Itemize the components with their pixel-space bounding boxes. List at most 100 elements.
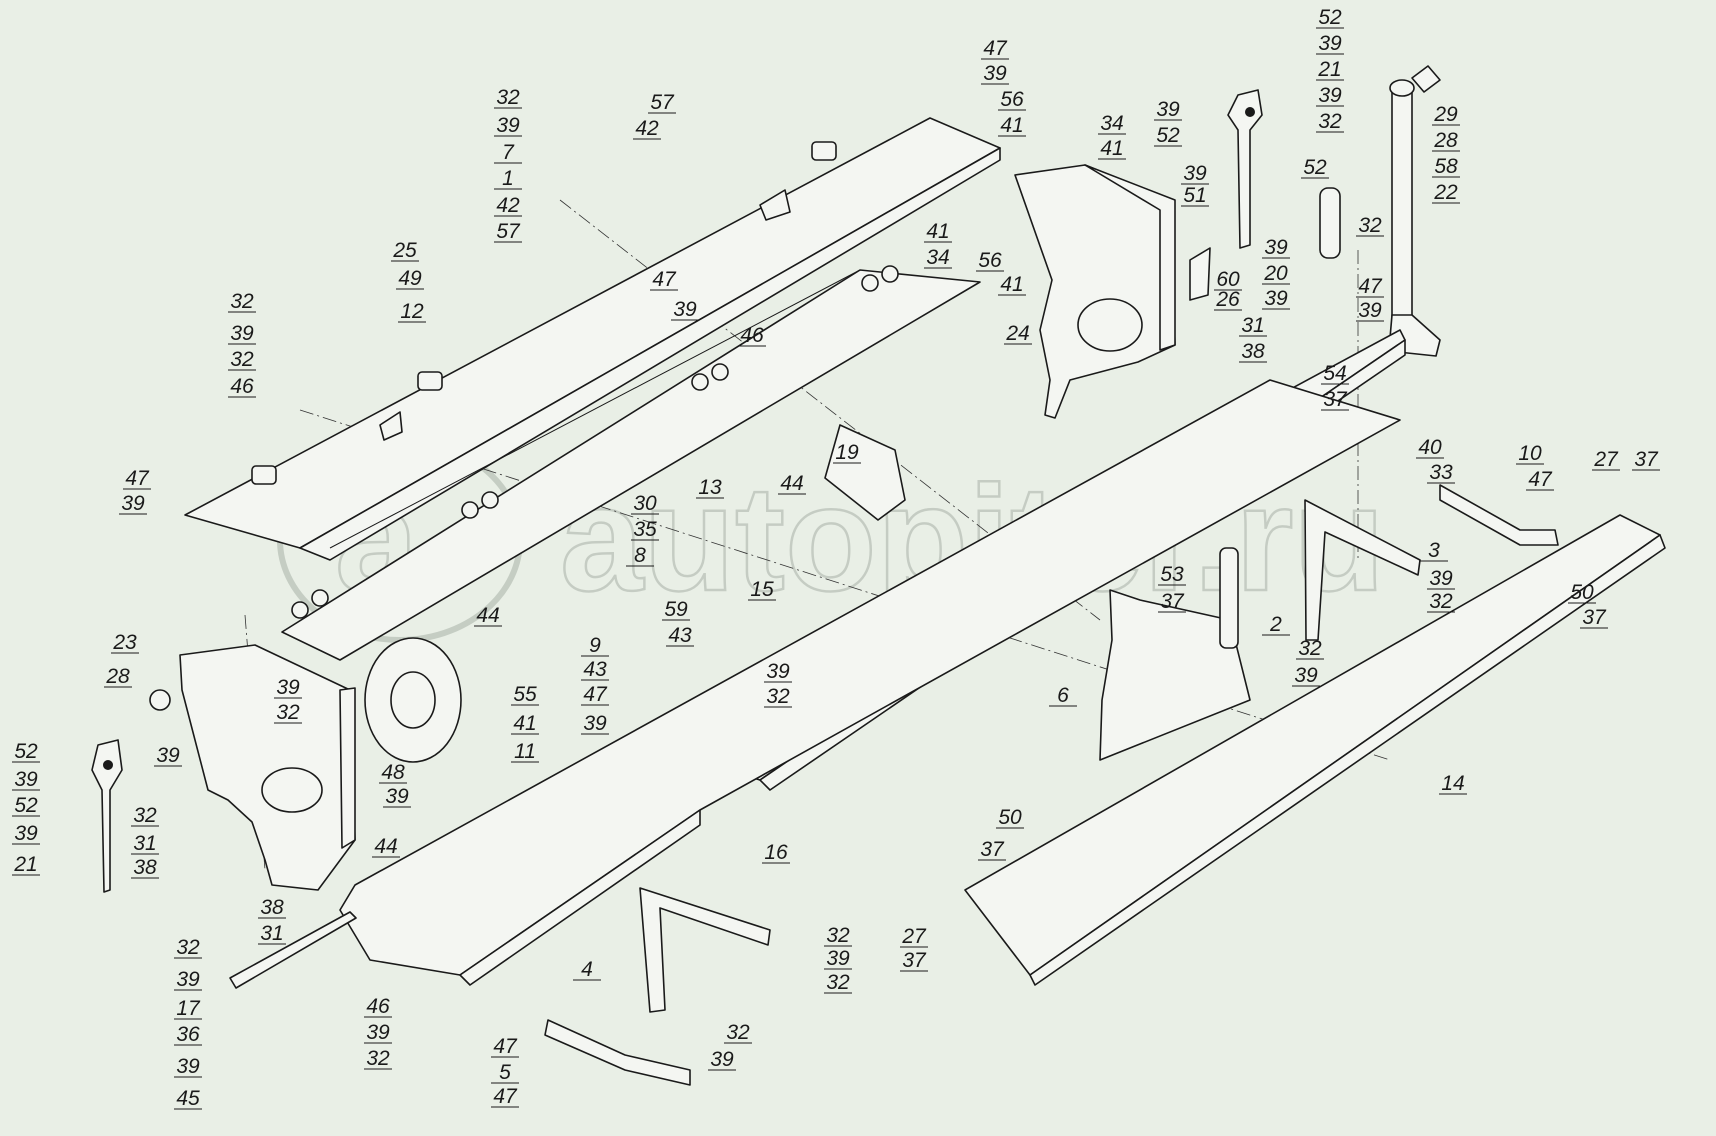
bracket-5 [544, 1019, 691, 1086]
part-callout: 19 [835, 441, 859, 464]
part-callout: 39 [1264, 287, 1288, 310]
part-callout: 32 [1358, 214, 1382, 237]
part-callout: 3 [1428, 539, 1440, 562]
part-callout: 34 [1100, 112, 1123, 135]
upper-trough-lip [299, 147, 1001, 561]
part-callout: 36 [176, 1023, 200, 1046]
part-callout: 56 [1000, 88, 1024, 111]
bracket-4 [639, 887, 771, 1013]
part-callout: 28 [1433, 129, 1458, 152]
part-callout: 25 [392, 239, 417, 262]
part-callout: 26 [1215, 288, 1240, 311]
part-callout: 40 [1418, 436, 1442, 459]
part-callout: 29 [1433, 103, 1458, 126]
part-callout: 45 [176, 1087, 200, 1110]
part-callout: 31 [1241, 314, 1264, 337]
plate-26 [1189, 247, 1211, 301]
bracket-3 [1304, 499, 1421, 641]
part-callout: 47 [583, 683, 608, 706]
part-callout: 47 [652, 268, 677, 291]
part-callout: 51 [1183, 184, 1206, 207]
part-callout: 32 [230, 348, 254, 371]
part-callout: 38 [260, 896, 284, 919]
part-callout: 44 [374, 835, 397, 858]
part-callout: 20 [1263, 262, 1288, 285]
hinge-block [379, 411, 403, 441]
part-callout: 53 [1160, 563, 1184, 586]
part-callout: 44 [780, 472, 803, 495]
part-callout: 39 [673, 298, 697, 321]
part-callout: 39 [176, 1055, 200, 1078]
part-callout: 37 [1582, 606, 1607, 629]
part-callout: 6 [1057, 684, 1069, 707]
part-callout: 57 [496, 220, 521, 243]
part-callout: 12 [400, 300, 424, 323]
part-callout: 41 [1000, 114, 1023, 137]
upper-trough-assembly [184, 117, 1001, 661]
part-callout: 2 [1269, 613, 1282, 636]
part-callout: 52 [14, 740, 38, 763]
part-callout: 37 [1160, 590, 1185, 613]
part-callout: 57 [650, 91, 675, 114]
part-callout: 39 [230, 322, 254, 345]
part-callout: 41 [1100, 137, 1123, 160]
part-callout: 39 [1318, 32, 1342, 55]
part-callout: 39 [1183, 162, 1207, 185]
part-callout: 35 [633, 518, 657, 541]
part-callout: 54 [1323, 362, 1346, 385]
bracket-10 [1439, 484, 1559, 546]
bracket-21-right [1227, 89, 1263, 249]
part-callout: 15 [750, 578, 774, 601]
side-housing-23 [149, 644, 356, 891]
part-callout: 38 [133, 856, 157, 879]
hopper-6 [1099, 589, 1251, 761]
part-callout: 52 [1156, 124, 1180, 147]
part-callout: 46 [366, 995, 390, 1018]
part-callout: 14 [1441, 772, 1464, 795]
part-callout: 39 [496, 114, 520, 137]
part-callout: 16 [764, 841, 788, 864]
plate-19 [824, 424, 906, 521]
part-callout: 52 [1318, 6, 1342, 29]
bar-17 [229, 911, 357, 989]
part-callout: 58 [1434, 155, 1458, 178]
part-callout: 39 [826, 947, 850, 970]
part-callout: 37 [1323, 388, 1348, 411]
part-callout: 33 [1429, 461, 1453, 484]
part-callout: 42 [635, 117, 659, 140]
part-callout: 32 [133, 804, 157, 827]
support-post-22 [1389, 65, 1441, 357]
part-callout: 21 [13, 853, 37, 876]
part-callout: 39 [1294, 664, 1318, 687]
part-callout: 47 [1358, 275, 1383, 298]
part-callout: 37 [1634, 448, 1659, 471]
part-callout: 39 [766, 660, 790, 683]
part-callout: 24 [1005, 322, 1029, 345]
part-callout: 49 [398, 267, 422, 290]
part-callout: 39 [710, 1048, 734, 1071]
part-callout: 31 [133, 832, 156, 855]
part-callout: 31 [260, 922, 283, 945]
part-callout: 22 [1433, 181, 1458, 204]
part-callout: 28 [105, 665, 130, 688]
hinge-block [759, 189, 791, 221]
part-callout: 32 [230, 290, 254, 313]
part-callout: 55 [513, 683, 537, 706]
part-callout: 32 [826, 971, 850, 994]
part-callout: 30 [633, 492, 657, 515]
part-callout: 32 [496, 86, 520, 109]
part-callout: 32 [766, 685, 790, 708]
part-callout: 21 [1317, 58, 1341, 81]
part-callout: 39 [121, 492, 145, 515]
part-callout: 32 [176, 936, 200, 959]
part-callout: 43 [583, 658, 607, 681]
part-callout: 47 [493, 1035, 518, 1058]
part-callout: 41 [1000, 273, 1023, 296]
part-callout: 39 [1318, 84, 1342, 107]
part-callout: 13 [698, 476, 722, 499]
latch-2 [1219, 547, 1239, 649]
upper-housing-24 [1014, 164, 1176, 419]
part-callout: 60 [1216, 268, 1240, 291]
part-callout: 32 [1318, 110, 1342, 133]
